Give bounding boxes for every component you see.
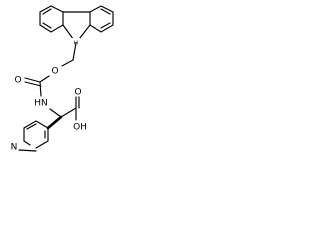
- carbonyl-carbon-to-nitrogen: [39, 81, 42, 97]
- right-ring-inner-bond-2: [100, 22, 111, 29]
- ester-oxygen-to-carbonyl-carbon: [39, 75, 50, 83]
- fluorene-right-ring: [89, 5, 114, 33]
- pyridine-inner-bond-2: [26, 123, 37, 130]
- pyridine-n-bond-bottom: [18, 149, 37, 152]
- left-ring-top-right: [50, 5, 64, 13]
- alpha-to-pyridine-wedge: [46, 115, 63, 130]
- amide-nitrogen-label: HN: [34, 99, 48, 109]
- alpha-to-acid-carbon: [60, 107, 77, 118]
- carbamate-carbonyl-oxygen-label: O: [14, 76, 21, 86]
- acid-hydroxyl-label: OH: [73, 123, 87, 133]
- carbamate-c-o-double-1: [24, 77, 41, 83]
- right-ring-inner-bond-1: [100, 8, 111, 15]
- pyridine-ring: [23, 120, 49, 149]
- fluorene-left-ring: [39, 5, 64, 33]
- chemical-structure: H O O HN O OH N: [11, 5, 114, 153]
- left-ring-inner-bond-1: [42, 8, 52, 15]
- fluorenyl-ch2-bond: [72, 42, 77, 61]
- pyridine-n-bond-left: [23, 140, 31, 146]
- ester-oxygen-label: O: [51, 67, 58, 77]
- carbamate-c-o-double-2: [24, 81, 42, 87]
- nitrogen-to-alpha-carbon: [49, 108, 62, 118]
- pyridine-nitrogen-label: N: [11, 143, 18, 153]
- acid-carbonyl-oxygen-label: O: [74, 88, 81, 98]
- left-ring-inner-bond-2: [42, 22, 52, 29]
- ch2-to-ester-oxygen: [61, 59, 74, 67]
